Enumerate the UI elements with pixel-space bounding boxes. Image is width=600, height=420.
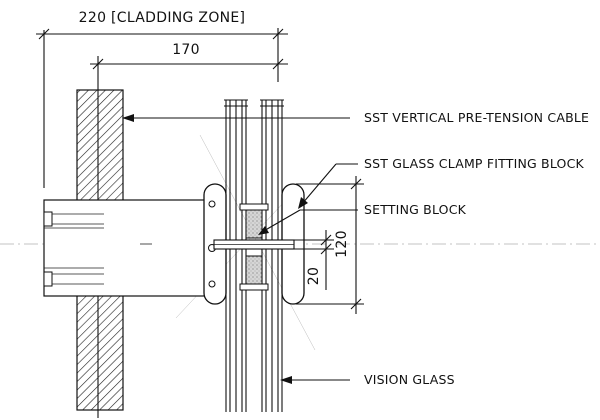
leader-setting-block: SETTING BLOCK: [258, 202, 467, 235]
dimension-text-offset: 170: [172, 42, 200, 58]
dimension-block-depth: 120: [296, 176, 364, 314]
label-clamp: SST GLASS CLAMP FITTING BLOCK: [364, 156, 585, 171]
dimension-text-block-depth: 120: [334, 230, 350, 258]
leader-clamp: SST GLASS CLAMP FITTING BLOCK: [298, 156, 585, 209]
through-bolt: [213, 239, 295, 250]
dimension-text-cladding-zone: 220 [CLADDING ZONE]: [79, 10, 246, 26]
label-setting-block: SETTING BLOCK: [364, 202, 467, 217]
leader-glass: VISION GLASS: [280, 372, 455, 387]
anchor-bracket: [43, 199, 217, 297]
leader-cable: SST VERTICAL PRE-TENSION CABLE: [122, 110, 589, 125]
dimension-cladding-zone: 220 [CLADDING ZONE]: [36, 10, 288, 188]
setting-blocks: [239, 203, 269, 291]
dimension-gap: 20: [294, 230, 334, 290]
label-glass: VISION GLASS: [364, 372, 455, 387]
label-cable: SST VERTICAL PRE-TENSION CABLE: [364, 110, 589, 125]
dimension-text-gap: 20: [306, 267, 322, 285]
